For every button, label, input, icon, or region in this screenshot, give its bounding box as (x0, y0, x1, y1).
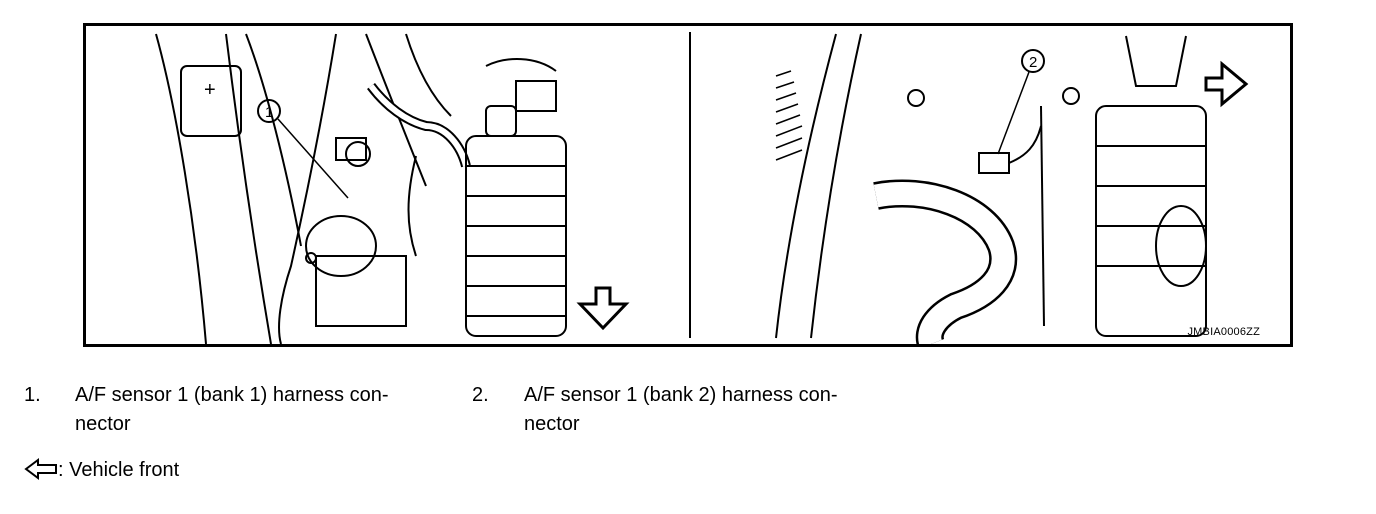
legend-item-2: A/F sensor 1 (bank 2) harness con- necto… (524, 381, 837, 439)
engine-illustration: + (83, 23, 1293, 347)
callout-1: 1 (265, 104, 273, 121)
vehicle-front-label: : Vehicle front (58, 459, 180, 481)
svg-text:+: + (204, 79, 216, 101)
engine-line-drawing: + (155, 32, 1249, 344)
legend-item-1: A/F sensor 1 (bank 1) harness con- necto… (75, 381, 388, 439)
legend-text-1-line2: nector (75, 413, 131, 435)
callout-2: 2 (1029, 54, 1037, 71)
legend-text-2-line1: A/F sensor 1 (bank 2) harness con- (524, 384, 838, 406)
legend-num-2: 2. (472, 384, 489, 406)
legend-num-1: 1. (24, 384, 41, 406)
vehicle-front-note: : Vehicle front (24, 456, 179, 484)
legend-text-2-line2: nector (524, 413, 580, 435)
arrow-left-outline-icon (24, 458, 57, 480)
legend-text-1-line1: A/F sensor 1 (bank 1) harness con- (75, 384, 389, 406)
figure-code: JMBIA0006ZZ (1187, 326, 1260, 338)
